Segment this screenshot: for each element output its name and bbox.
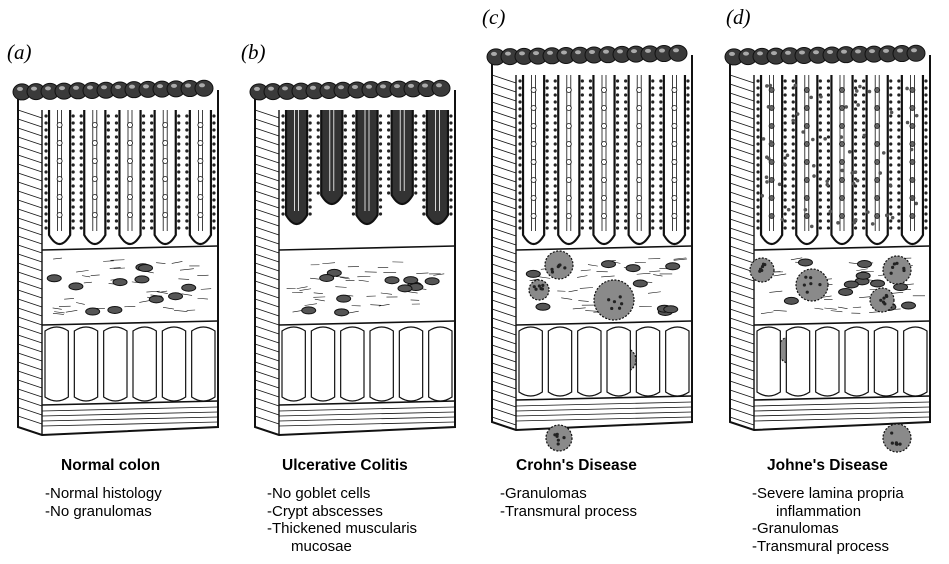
tissue-illustration-normal (0, 60, 237, 510)
panel-normal-colon: (a) Normal colon -Normal histology -No g… (0, 0, 237, 564)
panel-johnes-disease: (d) Johne's Disease -Severe lamina propr… (712, 0, 949, 564)
note-item: -No goblet cells (267, 485, 417, 503)
note-item: -Transmural process (500, 503, 637, 521)
note-item: -Normal histology (45, 485, 162, 503)
panel-title: Ulcerative Colitis (282, 457, 408, 475)
tissue-illustration-crohns (474, 35, 712, 485)
note-item: -Granulomas (500, 485, 637, 503)
panel-notes: -No goblet cells -Crypt abscesses -Thick… (267, 485, 417, 555)
note-item: -Transmural process (752, 538, 904, 556)
panel-title: Normal colon (61, 457, 160, 475)
panel-notes: -Normal histology -No granulomas (45, 485, 162, 520)
panel-letter: (c) (482, 5, 505, 30)
note-item: -Granulomas (752, 520, 904, 538)
panel-title: Crohn's Disease (516, 457, 637, 475)
note-item: -Thickened muscularis (267, 520, 417, 538)
panel-notes: -Granulomas -Transmural process (500, 485, 637, 520)
note-item: -No granulomas (45, 503, 162, 521)
panel-crohns-disease: (c) Crohn's Disease -Granulomas -Transmu… (474, 0, 712, 564)
panel-title: Johne's Disease (767, 457, 888, 475)
tissue-illustration-johnes (712, 35, 949, 485)
note-item: -Crypt abscesses (267, 503, 417, 521)
note-item: mucosae (267, 538, 417, 556)
tissue-illustration-ulcerative-colitis (237, 60, 474, 510)
panel-ulcerative-colitis: (b) Ulcerative Colitis -No goblet cells … (237, 0, 474, 564)
note-item: -Severe lamina propria (752, 485, 904, 503)
panel-notes: -Severe lamina propria inflammation -Gra… (752, 485, 904, 555)
panel-letter: (d) (726, 5, 751, 30)
note-item: inflammation (752, 503, 904, 521)
